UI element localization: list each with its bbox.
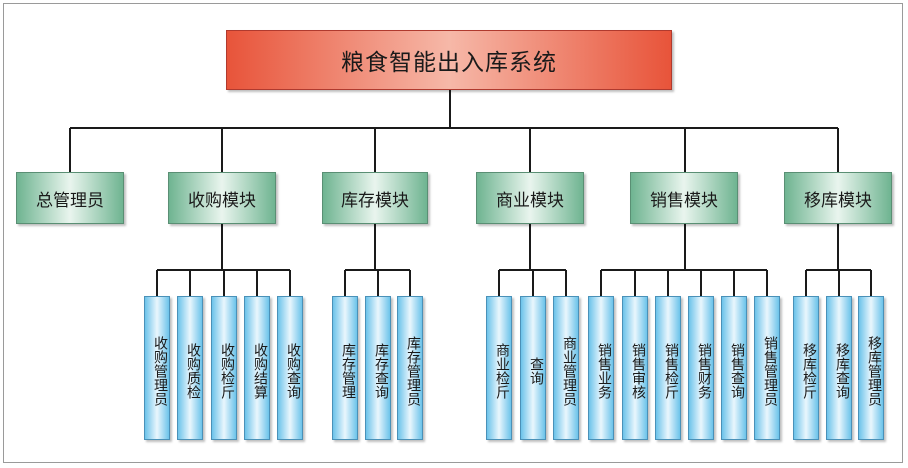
leaf-node: 移库查询 [826, 296, 852, 440]
module-node-inventory: 库存模块 [322, 172, 428, 224]
leaf-node: 销售审核 [622, 296, 648, 440]
module-node-commerce: 商业模块 [476, 172, 584, 224]
leaf-node: 库存管理 [332, 296, 358, 440]
module-node-sales: 销售模块 [630, 172, 738, 224]
leaf-node: 销售管理员 [754, 296, 780, 440]
leaf-node: 收购管理员 [144, 296, 170, 440]
leaf-node: 移库检斤 [793, 296, 819, 440]
leaf-node: 销售财务 [688, 296, 714, 440]
leaf-node: 销售查询 [721, 296, 747, 440]
leaf-node: 销售检斤 [655, 296, 681, 440]
leaf-node: 收购质检 [177, 296, 203, 440]
root-node-title: 粮食智能出入库系统 [226, 30, 672, 90]
module-node-admin: 总管理员 [16, 172, 124, 224]
leaf-node: 查询 [520, 296, 546, 440]
leaf-node: 收购结算 [244, 296, 270, 440]
module-node-transfer: 移库模块 [784, 172, 892, 224]
leaf-node: 库存查询 [365, 296, 391, 440]
module-node-purchase: 收购模块 [168, 172, 276, 224]
leaf-node: 移库管理员 [858, 296, 884, 440]
leaf-node: 商业管理员 [553, 296, 579, 440]
leaf-node: 库存管理员 [397, 296, 423, 440]
leaf-node: 商业检斤 [486, 296, 512, 440]
leaf-node: 销售业务 [588, 296, 614, 440]
leaf-node: 收购查询 [277, 296, 303, 440]
leaf-node: 收购检斤 [211, 296, 237, 440]
